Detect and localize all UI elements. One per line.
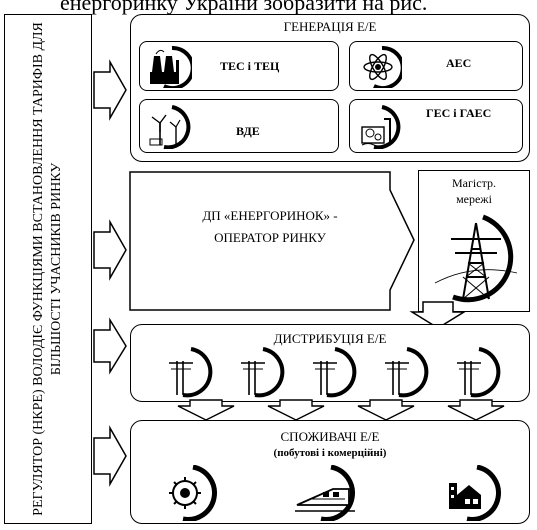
generation-item-renewable: ВДЕ	[139, 99, 339, 153]
down-arrow	[177, 399, 235, 421]
power-pole-icon	[457, 347, 501, 398]
power-pole-icon	[385, 347, 429, 398]
grid-line-2: мережі	[456, 192, 492, 206]
distribution-poles	[169, 347, 501, 398]
caption-text: енергоринку України зобразити на рис.	[60, 0, 428, 15]
atom-icon	[363, 46, 402, 88]
regulator-label: РЕГУЛЯТОР (НКРЕ) ВОЛОДІЄ ФУНКЦІЯМИ ВСТАН…	[31, 22, 64, 516]
page-caption: енергоринку України зобразити на рис.	[0, 0, 537, 16]
grid-to-distribution-arrow	[409, 301, 467, 329]
arrow-to-operator	[93, 219, 127, 281]
transmission-tower-icon	[434, 214, 518, 303]
arrow-to-generation	[93, 59, 127, 121]
down-arrow	[267, 399, 325, 421]
generation-item-thermal: ТЕС і ТЕЦ	[139, 41, 339, 91]
down-arrow	[357, 399, 415, 421]
arrow-to-consumers	[93, 425, 127, 487]
operator-label: ДП «ЕНЕРГОРИНОК» - ОПЕРАТОР РИНКУ	[150, 205, 390, 249]
distribution-block: ДИСТРИБУЦІЯ Е/Е	[130, 324, 530, 402]
generation-item-nuclear: АЕС	[349, 41, 523, 91]
hydro-plant-icon	[361, 105, 401, 149]
operator-line-2: ОПЕРАТОР РИНКУ	[214, 230, 326, 245]
regulator-arrows	[93, 59, 127, 487]
operator-block-shape	[129, 171, 415, 311]
down-arrow	[447, 399, 505, 421]
power-pole-icon	[313, 347, 357, 398]
generation-label-thermal: ТЕС і ТЕЦ	[220, 59, 280, 73]
house-icon	[449, 465, 501, 521]
distribution-title: ДИСТРИБУЦІЯ Е/Е	[273, 331, 387, 346]
thermal-plant-icon	[150, 46, 192, 88]
generation-label-nuclear: АЕС	[446, 56, 472, 70]
consumers-title: СПОЖИВАЧІ Е/Е	[280, 429, 380, 444]
arrow-to-distribution	[93, 317, 127, 375]
grid-block: Магістр. мережі	[418, 170, 530, 312]
generation-item-hydro: ГЕС і ГАЕС	[349, 99, 523, 153]
factory-icon	[169, 465, 217, 521]
power-pole-icon	[241, 347, 285, 398]
renewable-energy-icon	[149, 105, 191, 149]
generation-label-renewable: ВДЕ	[236, 124, 260, 138]
consumers-subtitle: (побутові і комерційні)	[273, 447, 387, 459]
regulator-box: РЕГУЛЯТОР (НКРЕ) ВОЛОДІЄ ФУНКЦІЯМИ ВСТАН…	[4, 14, 92, 524]
power-pole-icon	[169, 347, 213, 398]
consumers-block: СПОЖИВАЧІ Е/Е (побутові і комерційні)	[130, 420, 530, 524]
generation-label-hydro: ГЕС і ГАЕС	[426, 106, 492, 120]
operator-line-1: ДП «ЕНЕРГОРИНОК» -	[202, 208, 338, 223]
grid-line-1: Магістр.	[452, 176, 496, 190]
generation-title: ГЕНЕРАЦІЯ Е/Е	[283, 19, 377, 34]
train-icon	[295, 465, 355, 521]
generation-block: ГЕНЕРАЦІЯ Е/Е ТЕС і ТЕЦ АЕС	[130, 14, 530, 162]
grid-label: Магістр. мережі	[419, 175, 529, 207]
distribution-to-consumers-arrows	[177, 399, 505, 421]
